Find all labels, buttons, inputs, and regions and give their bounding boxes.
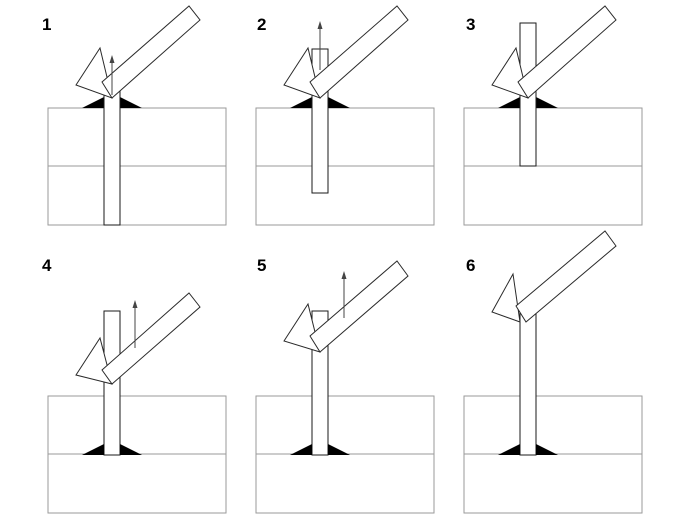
step-4-panel: 4 (42, 256, 227, 514)
right-wedge (328, 97, 350, 108)
tool-bar (101, 292, 201, 385)
tool-bar (309, 260, 409, 353)
up-arrow (341, 271, 347, 318)
tool-bar (309, 5, 409, 99)
left-wedge (290, 97, 312, 108)
angled-tool (283, 260, 409, 353)
tool-bar (101, 5, 201, 99)
angled-tool (491, 230, 617, 323)
angled-tool (491, 5, 617, 99)
angled-tool (283, 5, 409, 99)
step-6-number: 6 (466, 256, 475, 275)
angled-tool (75, 5, 201, 99)
base-block (47, 107, 227, 226)
left-wedge (498, 97, 520, 108)
left-wedge (498, 444, 520, 455)
right-wedge (120, 444, 142, 455)
step-2-number: 2 (257, 15, 266, 34)
vertical-post (519, 310, 537, 456)
left-wedge (290, 444, 312, 455)
up-arrow (109, 55, 115, 95)
tool-triangle-head (75, 336, 113, 385)
step-5-number: 5 (257, 256, 266, 275)
vertical-post (103, 79, 121, 226)
base-block (463, 107, 643, 226)
step-5-panel: 5 (255, 256, 435, 514)
right-wedge (328, 444, 350, 455)
up-arrow (132, 300, 138, 348)
angled-tool (75, 292, 201, 385)
step-1-panel: 1 (42, 5, 227, 226)
step-6-panel: 6 (463, 230, 643, 514)
up-arrow (317, 21, 323, 70)
right-wedge (536, 97, 558, 108)
tool-triangle-head (283, 302, 321, 353)
tool-triangle-head (75, 46, 113, 99)
base-block (255, 107, 435, 226)
left-wedge (82, 97, 104, 108)
tool-bar (517, 5, 617, 99)
step-4-number: 4 (42, 256, 52, 275)
step-3-number: 3 (466, 15, 475, 34)
tool-triangle-head (491, 46, 529, 99)
step-3-panel: 3 (463, 5, 643, 226)
left-wedge (82, 444, 104, 455)
tool-triangle-head (491, 272, 521, 323)
right-wedge (536, 444, 558, 455)
tool-bar (515, 230, 617, 323)
right-wedge (120, 97, 142, 108)
step-2-panel: 2 (255, 5, 435, 226)
step-1-number: 1 (42, 15, 51, 34)
tool-triangle-head (283, 46, 321, 99)
